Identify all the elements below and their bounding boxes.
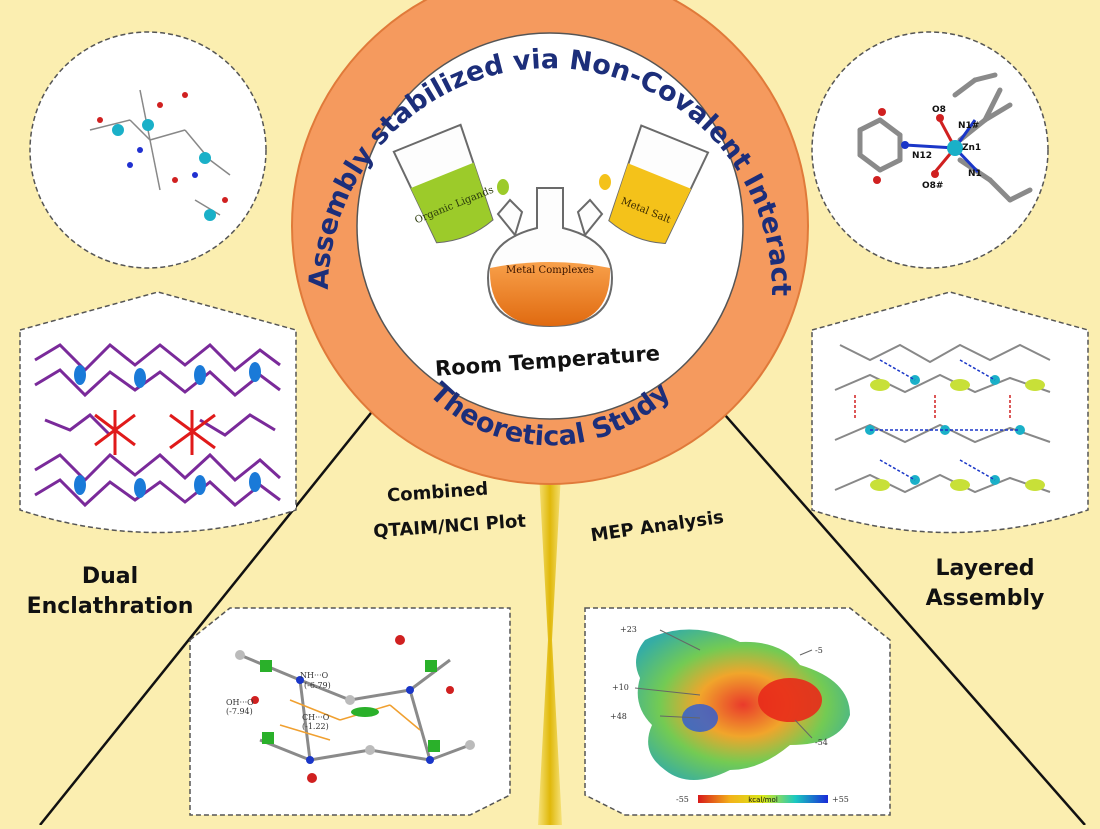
- mep-scale-unit: kcal/mol: [748, 796, 778, 804]
- qtaim-note-oh-o-val: (-7.94): [226, 707, 253, 716]
- mep-val-plus48: +48: [610, 712, 627, 721]
- ligand-drop: [497, 179, 509, 195]
- center-beam: [538, 455, 562, 825]
- qtaim-note-ch-o-val: (-1.22): [302, 722, 329, 731]
- zn-label-n12: N12: [912, 151, 932, 161]
- mep-panel: +23 -5 +10 +48 -54 -55 +55 kcal/mol: [584, 607, 891, 816]
- mep-scale-min: -55: [676, 795, 689, 804]
- qtaim-note-nh-o: NH···O: [300, 671, 329, 680]
- assembly-label: Assembly: [926, 586, 1045, 611]
- mep-surface: [636, 629, 850, 780]
- zn-label-o8hash: O8#: [922, 181, 943, 191]
- zn-label-n1hash: N1#: [958, 121, 979, 131]
- qtaim-note-nh-o-val: (-6.79): [304, 681, 331, 690]
- organic-ligands-beaker: Organic Ligands: [392, 123, 495, 244]
- left-guide-line: [39, 351, 421, 826]
- mep-scale-max: +55: [832, 795, 849, 804]
- mep-val-minus5: -5: [815, 646, 823, 655]
- top-left-crystal-panel: [29, 31, 267, 269]
- dual-label: Dual: [82, 564, 138, 589]
- enclathration-label: Enclathration: [27, 594, 194, 619]
- left-enclathration-panel: [19, 291, 297, 534]
- mep-val-plus23: +23: [620, 625, 637, 634]
- right-guide-line: [674, 357, 1086, 826]
- right-layered-panel: [811, 291, 1089, 534]
- zn-label-zn1: Zn1: [962, 143, 981, 153]
- layered-label: Layered: [936, 556, 1035, 581]
- metal-salt-beaker: Metal Salt: [608, 124, 710, 245]
- qtaim-panel: NH···O (-6.79) OH···O (-7.94) CH···O (-1…: [189, 607, 511, 816]
- three-neck-flask: Metal Complexes: [486, 187, 614, 328]
- qtaim-note-oh-o: OH···O: [226, 698, 254, 707]
- top-right-zn-complex-panel: O8 N1# Zn1 N12 O8# N1: [811, 31, 1049, 269]
- qtaim-label-line1: Combined: [386, 479, 489, 507]
- qtaim-note-ch-o: CH···O: [302, 713, 330, 722]
- mep-color-scale: [698, 795, 828, 803]
- mep-val-minus54: -54: [815, 738, 828, 747]
- zn-label-n1: N1: [968, 169, 982, 179]
- salt-drop: [599, 174, 611, 190]
- mep-analysis-label: MEP Analysis: [589, 507, 725, 546]
- qtaim-label-line2: QTAIM/NCI Plot: [373, 511, 527, 543]
- metal-complexes-label: Metal Complexes: [506, 265, 594, 276]
- zn-label-o8: O8: [932, 105, 946, 115]
- mep-val-plus10: +10: [612, 683, 629, 692]
